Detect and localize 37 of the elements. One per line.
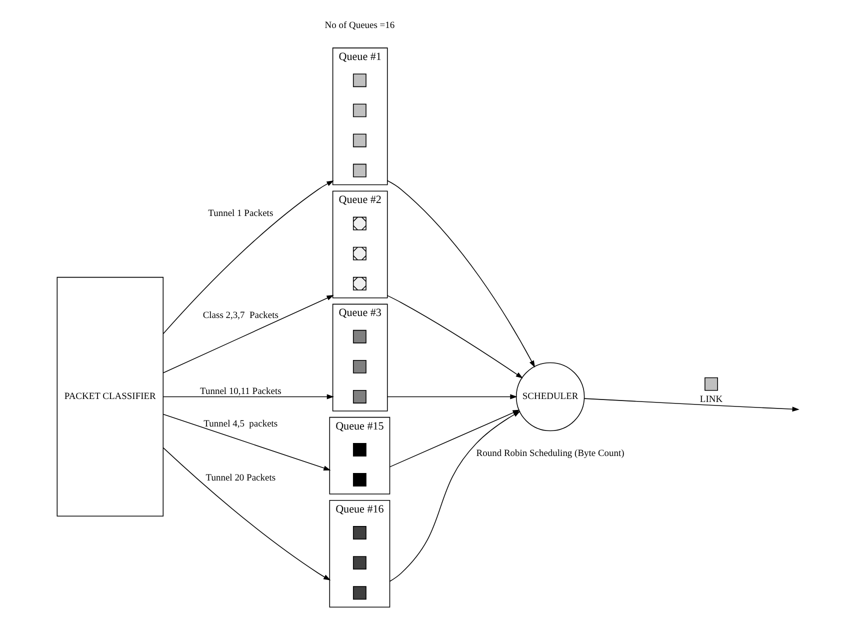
node-box (352, 526, 366, 540)
node-label: Round Robin Scheduling (Byte Count) (476, 449, 624, 460)
node-box (352, 390, 366, 404)
arrow (584, 398, 800, 412)
arrow (162, 394, 334, 400)
arrow (386, 394, 518, 400)
cluster: Queue #16 (329, 500, 390, 608)
arrow (386, 180, 536, 368)
cluster: Queue #1 (332, 48, 388, 186)
node-box (352, 556, 366, 570)
node-box (352, 360, 366, 374)
node-box (352, 473, 366, 486)
node-box (352, 330, 366, 344)
arrow (389, 411, 520, 582)
edge-label: Class 2,3,7 Packets (202, 311, 278, 322)
node-box (352, 134, 366, 148)
node-box (704, 377, 718, 391)
node-box (352, 586, 366, 600)
edge-label: Tunnel 4,5 packets (204, 419, 278, 430)
node-box: PACKET CLASSIFIER (56, 276, 164, 517)
edge-label: Tunnel 20 Packets (206, 473, 276, 484)
arrow (162, 295, 334, 374)
arrow (162, 447, 331, 580)
cluster: Queue #2 (332, 190, 388, 298)
node-box (352, 104, 366, 118)
label: No of Queues =16 (324, 21, 395, 32)
node-box (352, 74, 366, 88)
edge-label: LINK (700, 394, 723, 405)
cluster: Queue #3 (332, 304, 388, 412)
edge-label: Tunnel 1 Packets (208, 209, 274, 220)
cluster: Queue #15 (329, 416, 390, 494)
arrow (162, 180, 334, 334)
node-box (352, 443, 366, 456)
edge-label: Tunnel 10,11 Packets (200, 387, 282, 398)
arrow (386, 295, 524, 378)
arrow (162, 414, 331, 470)
node-box (352, 164, 366, 178)
